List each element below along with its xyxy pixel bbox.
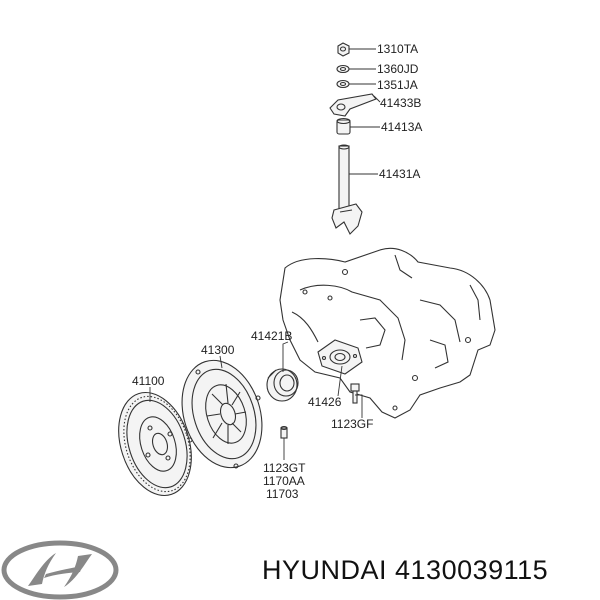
bushing-41413A [336, 117, 351, 135]
part-labels: 1310TA 1360JD 1351JA 41433B 41413A 41431… [132, 42, 422, 501]
label-41413A: 41413A [381, 120, 422, 134]
clutch-cover-41300 [181, 359, 263, 469]
label-1310TA: 1310TA [377, 42, 418, 56]
pin-1123GT [280, 425, 288, 439]
label-41300: 41300 [201, 343, 235, 357]
label-1351JA: 1351JA [377, 78, 418, 92]
washer-1351JA [336, 79, 350, 89]
clutch-disc-41100 [118, 391, 192, 497]
brand-part-number: HYUNDAI 4130039115 [262, 555, 549, 585]
label-1170AA: 1170AA [263, 474, 305, 488]
label-41426: 41426 [308, 395, 342, 409]
shift-shaft-41431A [331, 144, 363, 235]
label-1123GT: 1123GT [263, 461, 306, 475]
label-1123GF: 1123GF [331, 417, 373, 431]
leader-lines [149, 48, 381, 460]
label-41433B: 41433B [380, 96, 421, 110]
label-41431A: 41431A [379, 167, 420, 181]
label-41100: 41100 [132, 374, 165, 388]
label-11703: 11703 [266, 487, 299, 501]
bearing-guide-41426 [317, 339, 363, 375]
lever-41433B [329, 93, 377, 117]
bolt-1123GF [350, 383, 360, 404]
washer-1360JD [336, 64, 350, 74]
nut-1310TA [337, 42, 350, 57]
label-1360JD: 1360JD [377, 62, 419, 76]
label-41421B: 41421B [251, 329, 292, 343]
transmission-housing [279, 247, 496, 419]
hyundai-logo-icon [1, 540, 119, 600]
release-bearing-41421B [266, 368, 299, 402]
